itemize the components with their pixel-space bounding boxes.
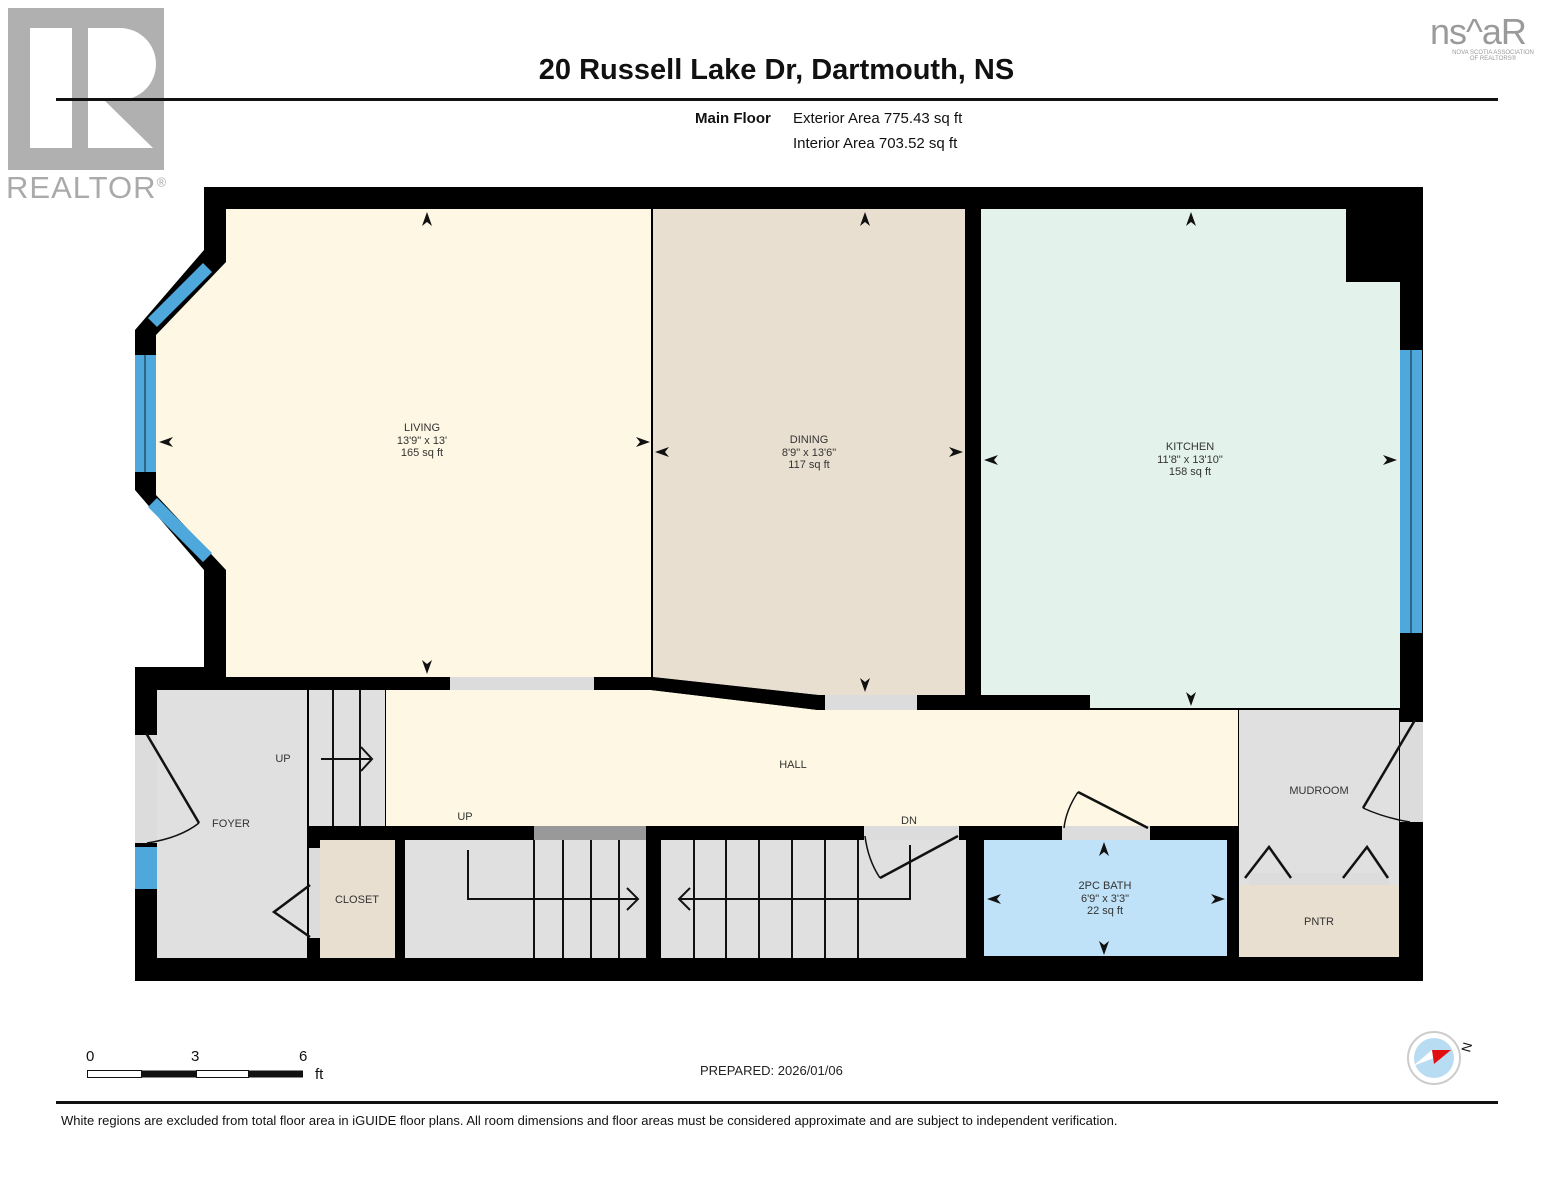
bath-area: 22 sq ft	[1087, 905, 1123, 917]
closet-name: CLOSET	[335, 894, 379, 906]
dimension-arrows	[159, 212, 1397, 955]
dining-area: 117 sq ft	[788, 459, 829, 471]
kitchen-name: KITCHEN	[1166, 441, 1214, 453]
living-area: 165 sq ft	[401, 447, 443, 459]
windows	[135, 263, 1422, 889]
prepared-date: PREPARED: 2026/01/06	[700, 1063, 843, 1078]
dining-dims: 8'9" x 13'6"	[782, 447, 836, 459]
door-swings	[144, 719, 1417, 939]
hall-name: HALL	[779, 759, 807, 771]
bath-dims: 6'9" x 3'3"	[1081, 893, 1129, 905]
room-foyer	[157, 690, 307, 958]
compass-icon: N	[1405, 1030, 1480, 1093]
pantry-name: PNTR	[1304, 916, 1334, 928]
header-divider	[56, 98, 1498, 101]
room-2pc-bath	[984, 840, 1227, 956]
room-dining	[653, 209, 965, 695]
openings	[135, 677, 1423, 938]
stair-treads	[321, 690, 911, 958]
window-bay-upper	[148, 263, 212, 327]
room-kitchen	[981, 209, 1400, 708]
realtor-wordmark: REALTOR®	[6, 170, 168, 205]
property-address-title: 20 Russell Lake Dr, Dartmouth, NS	[538, 54, 1015, 86]
realtor-logo	[8, 8, 164, 170]
stairs-up-label-2: UP	[457, 811, 472, 823]
dining-name: DINING	[790, 434, 829, 446]
window-foyer	[135, 847, 157, 889]
mudroom-name: MUDROOM	[1289, 785, 1348, 797]
exterior-area: Exterior Area 775.43 sq ft	[793, 110, 963, 127]
nsar-subtitle: NOVA SCOTIA ASSOCIATION OF REALTORS®	[1452, 50, 1534, 62]
footer-divider	[56, 1101, 1498, 1104]
window-bay-lower	[148, 498, 212, 562]
foyer-name: FOYER	[212, 818, 250, 830]
living-dims: 13'9" x 13'	[397, 435, 447, 447]
stairs-down-label: DN	[901, 815, 917, 827]
room-living	[156, 209, 651, 677]
stairs-up-label: UP	[275, 753, 290, 765]
floor-label: Main Floor	[695, 110, 771, 127]
room-hall	[386, 690, 1238, 826]
interior-area: Interior Area 703.52 sq ft	[793, 135, 958, 152]
living-name: LIVING	[404, 422, 440, 434]
stairs-lower-up	[405, 833, 646, 958]
svg-text:N: N	[1458, 1041, 1475, 1054]
nsar-wordmark: ns^aR	[1430, 11, 1527, 52]
stair-landing	[534, 826, 646, 840]
kitchen-dims: 11'8" x 13'10"	[1157, 454, 1223, 466]
nsar-logo: ns^aR NOVA SCOTIA ASSOCIATION OF REALTOR…	[1430, 11, 1550, 63]
kitchen-area: 158 sq ft	[1169, 466, 1211, 478]
room-closet	[320, 840, 395, 958]
disclaimer-text: White regions are excluded from total fl…	[61, 1113, 1118, 1128]
room-pantry	[1239, 885, 1399, 957]
bath-name: 2PC BATH	[1079, 880, 1132, 892]
